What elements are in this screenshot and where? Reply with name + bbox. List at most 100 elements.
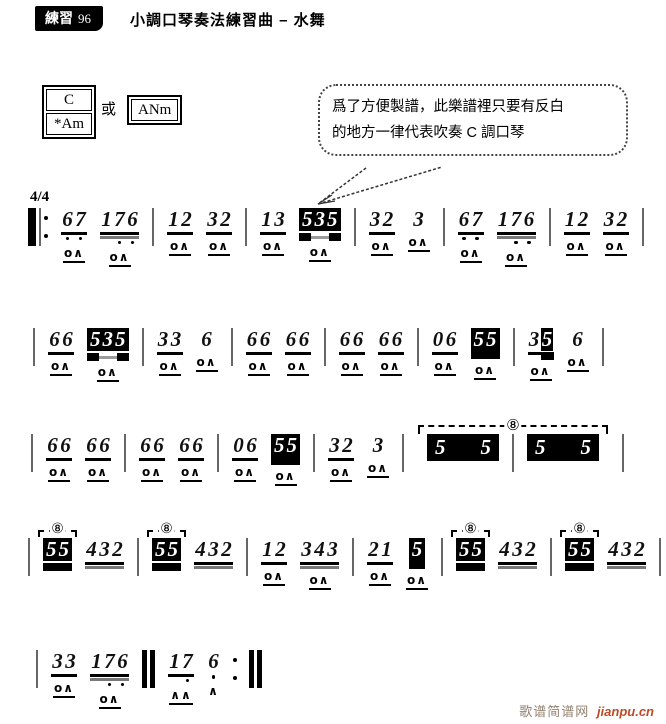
score-part	[524, 562, 537, 565]
inverted-notes: 5	[408, 538, 426, 569]
beam-second	[607, 565, 646, 569]
beam	[48, 352, 74, 355]
breath-marks: o∧	[367, 461, 389, 478]
score-part	[74, 236, 87, 242]
breath-marks: o∧	[263, 569, 285, 586]
badge-number: 96	[78, 11, 91, 26]
breath-marks: o∧	[141, 465, 163, 482]
note-digit: 1	[168, 207, 179, 231]
barline-thin	[246, 538, 248, 576]
beam	[457, 232, 484, 235]
low-octave-dot	[107, 682, 112, 686]
score-part	[249, 650, 254, 688]
beam	[300, 562, 339, 565]
note-digit: 5	[580, 435, 592, 459]
breath-marks: o∧	[262, 239, 284, 256]
badge-label: 練習	[45, 10, 73, 26]
note-digit: 7	[114, 207, 125, 231]
beam-second	[300, 565, 339, 569]
score-part: 1	[260, 208, 273, 231]
score-part	[168, 679, 181, 684]
breath-marks: o∧	[274, 469, 297, 486]
note-digits: 6	[207, 650, 220, 673]
note-digit: 5	[473, 327, 485, 351]
barline-thin	[512, 328, 515, 366]
breath-marks: o∧	[369, 569, 391, 586]
note-digit: 6	[140, 433, 151, 457]
score-part	[220, 562, 233, 565]
score-part	[381, 232, 395, 235]
note-digit: 5	[155, 537, 166, 561]
score-part	[326, 562, 339, 565]
score-part	[377, 352, 391, 355]
score-part: 3	[51, 650, 64, 673]
low-octave-dot	[65, 236, 70, 240]
barline-thin	[230, 328, 233, 366]
score-part	[341, 458, 354, 461]
score-part	[116, 353, 129, 361]
score-part	[522, 232, 536, 235]
score-part: 6	[98, 434, 111, 457]
note-digit: 6	[339, 327, 351, 351]
beam	[194, 562, 233, 565]
octave-8-symbol: ⑧	[571, 521, 588, 537]
score-part	[527, 352, 541, 355]
note-digit: 7	[471, 207, 483, 231]
score-part: 7	[74, 208, 87, 231]
note-digits: 3	[412, 208, 425, 231]
breath-marks: ∧	[208, 684, 219, 698]
score-part	[207, 675, 220, 680]
score-part	[457, 232, 471, 235]
score-part: 6	[285, 328, 298, 351]
score-part	[33, 328, 35, 366]
score-part	[85, 562, 98, 565]
beam	[46, 458, 72, 461]
score-part	[488, 530, 490, 537]
octave-dots	[61, 236, 87, 242]
score-part	[418, 425, 420, 434]
score-part	[470, 232, 484, 235]
barline-thin	[441, 538, 443, 576]
barline-thin	[601, 328, 604, 366]
beam	[602, 232, 629, 235]
score-part	[245, 208, 247, 246]
chord-box-c-am: C *Am	[42, 85, 96, 139]
beam	[260, 232, 286, 235]
note-digit: 3	[207, 207, 218, 231]
breath-marks: o∧	[180, 465, 202, 482]
score-part: 2	[524, 538, 537, 561]
note-digit: 1	[261, 207, 272, 231]
note-digit: 5	[46, 537, 57, 561]
score-part	[178, 458, 191, 461]
inverted-beam	[456, 563, 485, 571]
low-octave-dot	[475, 236, 479, 240]
score-part	[99, 355, 117, 359]
score-part	[116, 674, 129, 677]
beam-second	[498, 565, 537, 569]
score-part	[641, 208, 644, 246]
note-digit: 1	[497, 207, 509, 231]
score-part	[451, 530, 453, 537]
breath-marks: o∧	[286, 359, 309, 376]
score-part: 4	[85, 538, 98, 561]
note-digit: 3	[102, 327, 114, 351]
score-part: 6	[571, 328, 584, 351]
score-part	[313, 562, 326, 565]
score-part	[98, 458, 111, 461]
score-part	[85, 458, 98, 461]
